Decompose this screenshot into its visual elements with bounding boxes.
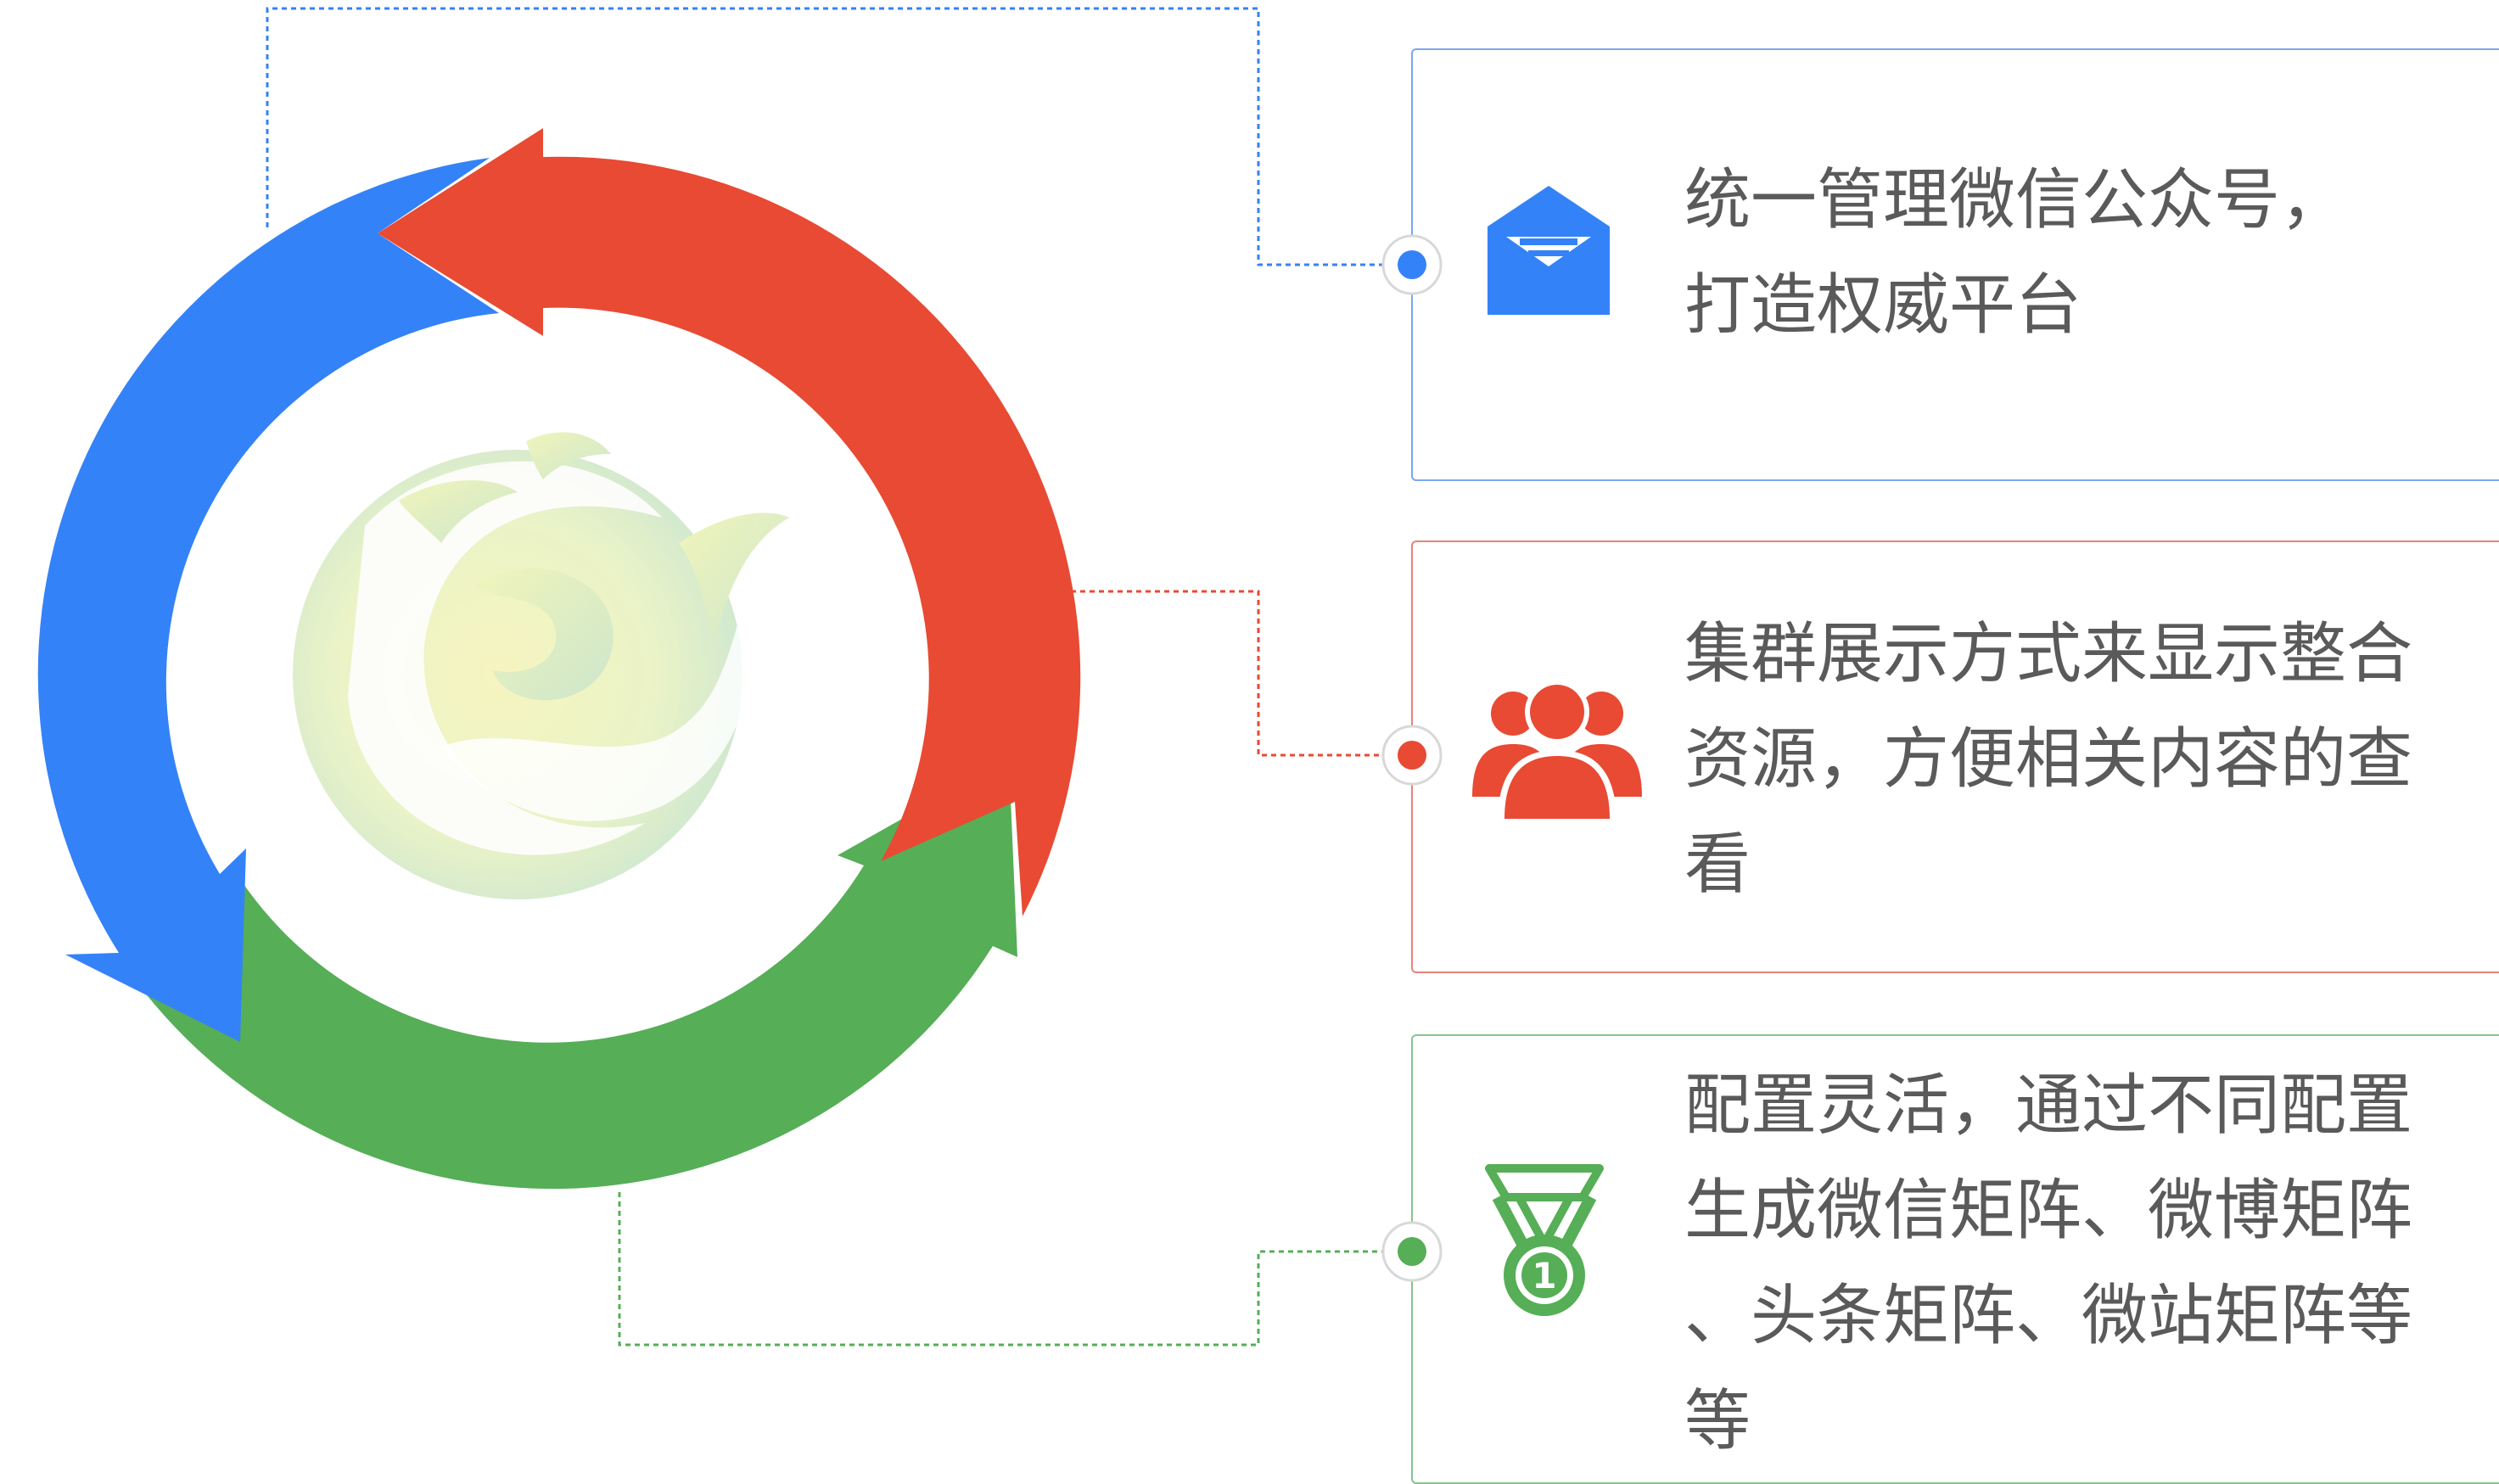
users-icon — [1472, 669, 1642, 822]
cycle-arrow-red — [378, 128, 1081, 916]
feature-card-unified-management: 统一管理微信公众号， 打造权威平台 — [1411, 48, 2499, 481]
cycle-arrow-green — [125, 759, 1017, 1190]
connector-blue — [266, 7, 1410, 266]
feature-text-cluster-display: 集群展示方式来显示整合 资源，方便相关内容的查 看 — [1684, 616, 2413, 903]
connector-red — [1052, 590, 1410, 757]
svg-text:1: 1 — [1532, 1255, 1556, 1296]
feature-card-flexible-config: 1 配置灵活，通过不同配置 生成微信矩阵、微博矩阵 、头条矩阵、微站矩阵等 等 — [1411, 1034, 2499, 1484]
envelope-icon — [1481, 186, 1617, 322]
center-logo — [293, 432, 789, 899]
medal-icon: 1 — [1481, 1163, 1608, 1320]
connector-green — [618, 1192, 1410, 1347]
feature-text-unified-management: 统一管理微信公众号， 打造权威平台 — [1684, 162, 2347, 344]
cycle-arrow-blue — [37, 158, 499, 1042]
feature-text-flexible-config: 配置灵活，通过不同配置 生成微信矩阵、微博矩阵 、头条矩阵、微站矩阵等 等 — [1684, 1067, 2413, 1459]
feature-card-cluster-display: 集群展示方式来显示整合 资源，方便相关内容的查 看 — [1411, 540, 2499, 973]
